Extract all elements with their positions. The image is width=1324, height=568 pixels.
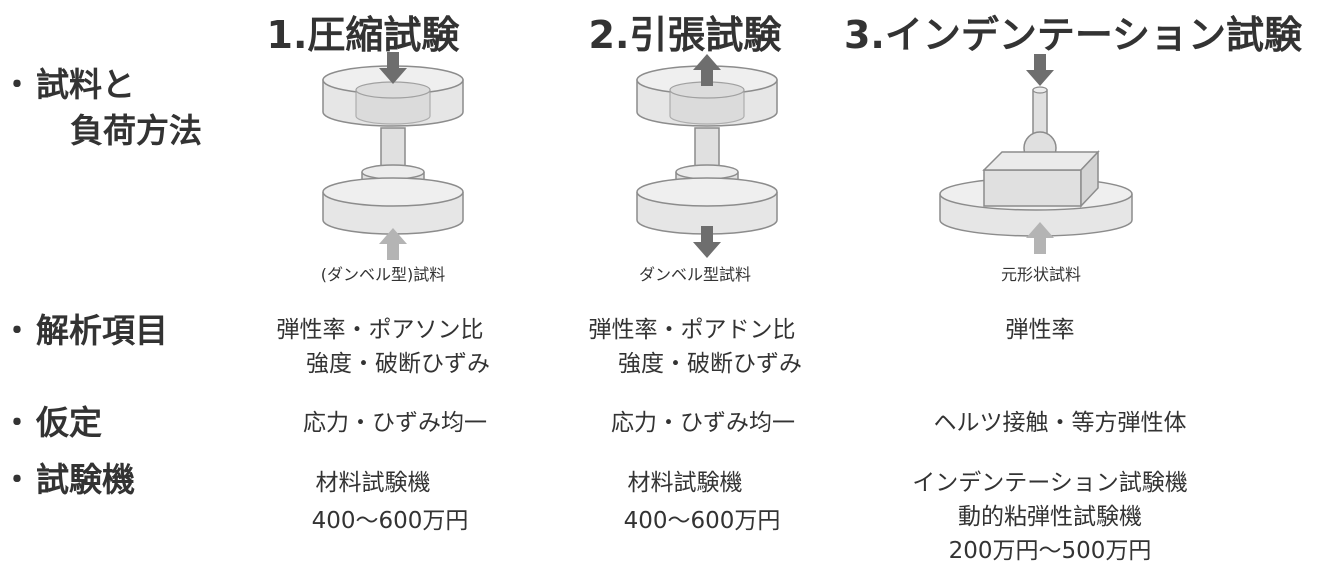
title-indentation: 3.インデンテーション試験: [843, 13, 1303, 57]
caption-tension-sample: ダンベル型試料: [638, 265, 751, 284]
machine-indentation-line1: インデンテーション試験機: [912, 470, 1188, 496]
machine-tension-line1: 材料試験機: [627, 470, 743, 496]
analysis-compression-line1: 弾性率・ポアソン比: [276, 317, 484, 343]
row-label-assumption: 仮定: [36, 403, 102, 442]
row-label-machine: 試験機: [36, 460, 135, 499]
machine-indentation-line2: 動的粘弾性試験機: [958, 504, 1142, 530]
tension-test-figure: [636, 54, 778, 258]
machine-indentation-line3: 200万円〜500万円: [948, 538, 1152, 564]
analysis-compression: 弾性率・ポアソン比 強度・破断ひずみ: [240, 313, 520, 381]
row-label-analysis: 解析項目: [36, 311, 168, 350]
machine-compression-line1: 材料試験機: [315, 470, 431, 496]
analysis-tension-line2: 強度・破断ひずみ: [618, 351, 802, 377]
row-label-sample-line1: 試料と: [36, 65, 135, 104]
analysis-compression-line2: 強度・破断ひずみ: [306, 351, 490, 377]
indentation-test-figure: [939, 54, 1133, 254]
assumption-tension: 応力・ひずみ均一: [611, 410, 795, 436]
analysis-tension: 弾性率・ポアドン比 強度・破断ひずみ: [552, 313, 832, 381]
title-tension: 2.引張試験: [588, 13, 782, 57]
row-label-sample-line2: 負荷方法: [70, 111, 202, 150]
bullet-analysis: ・: [2, 314, 32, 349]
title-compression: 1.圧縮試験: [266, 13, 460, 57]
analysis-indentation: 弾性率: [900, 313, 1180, 347]
machine-tension-line2: 400〜600万円: [623, 508, 781, 534]
machine-indentation: インデンテーション試験機 動的粘弾性試験機 200万円〜500万円: [870, 466, 1230, 568]
machine-compression-line2: 400〜600万円: [311, 508, 469, 534]
analysis-indentation-line1: 弾性率: [1005, 317, 1075, 343]
bullet-assumption: ・: [2, 406, 32, 441]
assumption-compression: 応力・ひずみ均一: [303, 410, 487, 436]
bullet-sample: ・: [2, 68, 32, 103]
bullet-machine: ・: [2, 463, 32, 498]
assumption-indentation: ヘルツ接触・等方弾性体: [933, 410, 1187, 436]
caption-compression-sample: (ダンベル型)試料: [320, 265, 446, 284]
machine-tension: 材料試験機 400〜600万円: [572, 466, 832, 538]
compression-test-figure: [322, 52, 464, 260]
analysis-tension-line1: 弾性率・ポアドン比: [588, 317, 796, 343]
machine-compression: 材料試験機 400〜600万円: [260, 466, 520, 538]
caption-indentation-sample: 元形状試料: [1000, 265, 1081, 284]
